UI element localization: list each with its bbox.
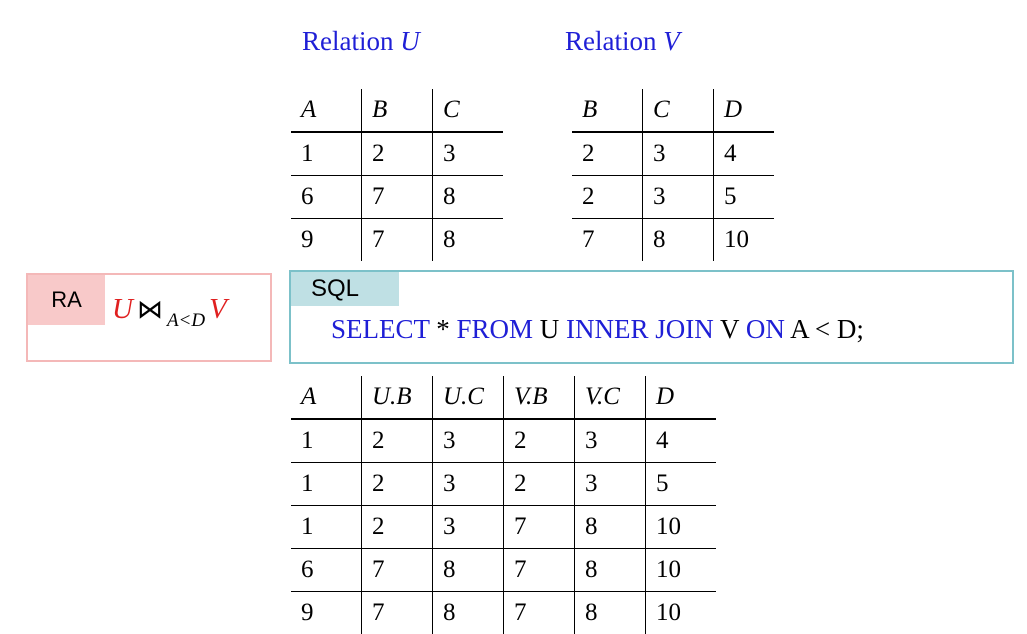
table-cell: 8 — [433, 549, 504, 592]
sql-token: A < D; — [785, 314, 864, 344]
table-cell: 6 — [291, 176, 362, 219]
column-header: D — [646, 376, 717, 419]
sql-token: U — [533, 314, 566, 344]
table-cell: 2 — [362, 463, 433, 506]
sql-token: V — [714, 314, 746, 344]
column-header: D — [714, 89, 775, 132]
table-cell: 7 — [362, 176, 433, 219]
table-cell: 1 — [291, 463, 362, 506]
table-cell: 8 — [433, 176, 504, 219]
table-cell: 3 — [433, 132, 504, 176]
relation-u-title: Relation U — [302, 26, 420, 57]
column-header: C — [643, 89, 714, 132]
table-cell: 3 — [433, 419, 504, 463]
table-cell: 7 — [504, 506, 575, 549]
table-cell: 2 — [572, 132, 643, 176]
table-cell: 3 — [433, 463, 504, 506]
table-cell: 9 — [291, 219, 362, 262]
column-header: V.C — [575, 376, 646, 419]
table-cell: 5 — [646, 463, 717, 506]
table-cell: 2 — [362, 132, 433, 176]
column-header: U.B — [362, 376, 433, 419]
table-cell: 7 — [504, 549, 575, 592]
ra-label: RA — [28, 275, 105, 325]
table-cell: 8 — [433, 592, 504, 634]
relation-u-name: U — [400, 26, 420, 56]
table-cell: 3 — [433, 506, 504, 549]
table-cell: 1 — [291, 419, 362, 463]
relation-v-title-prefix: Relation — [565, 26, 656, 56]
table-cell: 2 — [572, 176, 643, 219]
relation-u-title-prefix: Relation — [302, 26, 393, 56]
table-cell: 10 — [714, 219, 775, 262]
table-cell: 7 — [504, 592, 575, 634]
table-cell: 8 — [643, 219, 714, 262]
column-header: A — [291, 89, 362, 132]
sql-keyword: ON — [746, 314, 785, 344]
table-cell: 1 — [291, 132, 362, 176]
table-cell: 1 — [291, 506, 362, 549]
table-cell: 8 — [575, 549, 646, 592]
column-header: U.C — [433, 376, 504, 419]
table-cell: 10 — [646, 506, 717, 549]
table-cell: 3 — [643, 132, 714, 176]
column-header: B — [572, 89, 643, 132]
table-cell: 7 — [362, 592, 433, 634]
sql-query: SELECT * FROM U INNER JOIN V ON A < D; — [331, 314, 864, 345]
sql-keyword: SELECT — [331, 314, 430, 344]
column-header: B — [362, 89, 433, 132]
sql-keyword: FROM — [457, 314, 534, 344]
table-cell: 2 — [362, 419, 433, 463]
table-cell: 5 — [714, 176, 775, 219]
column-header: V.B — [504, 376, 575, 419]
table-cell: 2 — [504, 419, 575, 463]
table-cell: 8 — [433, 219, 504, 262]
sql-token: * — [430, 314, 457, 344]
table-cell: 9 — [291, 592, 362, 634]
table-cell: 4 — [646, 419, 717, 463]
sql-label: SQL — [291, 272, 399, 306]
sql-keyword: INNER JOIN — [566, 314, 714, 344]
relation-v-title: Relation V — [565, 26, 680, 57]
table-cell: 3 — [643, 176, 714, 219]
table-cell: 7 — [572, 219, 643, 262]
column-header: A — [291, 376, 362, 419]
table-cell: 7 — [362, 549, 433, 592]
column-header: C — [433, 89, 504, 132]
table-cell: 3 — [575, 463, 646, 506]
table-cell: 7 — [362, 219, 433, 262]
ra-right-relation: V — [209, 293, 227, 325]
join-symbol-icon: ⋈ — [137, 295, 163, 324]
table-cell: 2 — [504, 463, 575, 506]
ra-join-condition: A<D — [167, 310, 205, 331]
relation-v-name: V — [663, 26, 680, 56]
table-cell: 2 — [362, 506, 433, 549]
table-cell: 10 — [646, 592, 717, 634]
table-cell: 8 — [575, 592, 646, 634]
table-cell: 6 — [291, 549, 362, 592]
table-cell: 4 — [714, 132, 775, 176]
ra-left-relation: U — [112, 293, 133, 325]
sql-box: SQL SELECT * FROM U INNER JOIN V ON A < … — [289, 270, 1014, 364]
table-cell: 10 — [646, 549, 717, 592]
table-cell: 8 — [575, 506, 646, 549]
table-cell: 3 — [575, 419, 646, 463]
